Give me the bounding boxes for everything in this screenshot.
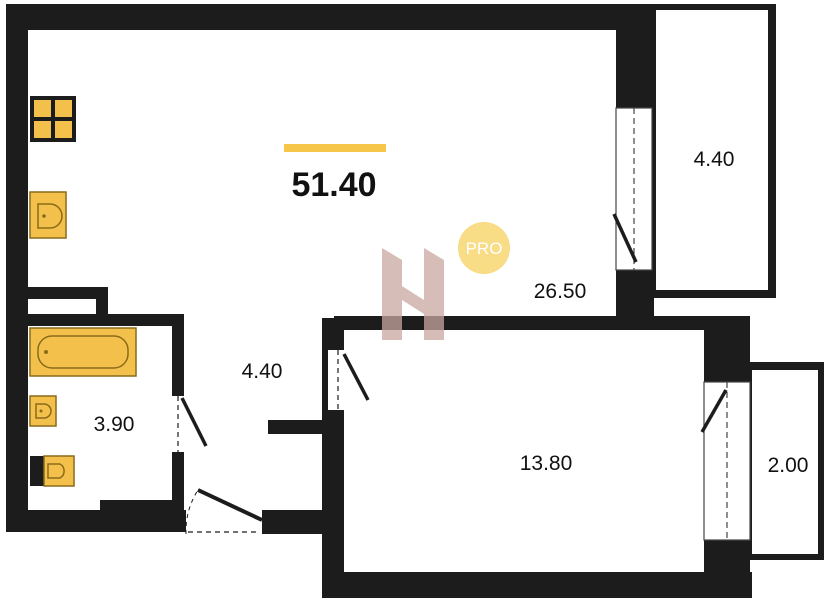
wall-hall-stub — [268, 420, 330, 434]
wall-bath-top — [28, 287, 108, 299]
pro-badge-text: PRO — [466, 239, 503, 258]
wall-bath-top-2 — [28, 314, 184, 326]
loggia-top-floor — [656, 10, 768, 290]
wall-bath-right-top — [172, 314, 184, 396]
loggia-door-leaf — [612, 213, 638, 263]
area-bedroom: 13.80 — [520, 452, 573, 475]
doors — [170, 213, 728, 535]
balcony-door-leaf — [700, 389, 728, 433]
area-bathroom: 3.90 — [94, 413, 135, 436]
area-hallway: 4.40 — [242, 360, 283, 383]
wall-bottom — [322, 572, 752, 598]
walls — [6, 4, 752, 598]
wall-top — [6, 4, 626, 30]
bath-door-leaf — [180, 397, 208, 447]
loggia-top — [652, 4, 776, 298]
kitchen-sink-icon — [29, 191, 67, 239]
balcony-right — [750, 362, 824, 560]
bathtub-icon — [29, 327, 137, 377]
windows — [615, 107, 751, 541]
total-area: 51.40 — [291, 166, 376, 204]
loggia-top-inner-bottom — [652, 290, 776, 298]
pro-badge: PRO — [458, 222, 510, 274]
accent-bar — [284, 144, 386, 152]
room-labels: 26.50 4.40 4.40 3.90 13.80 2.00 — [94, 148, 809, 477]
balcony-right-floor — [752, 370, 818, 554]
wall-living-right-bottom — [616, 268, 654, 328]
area-loggia-top: 4.40 — [694, 148, 735, 171]
toilet-icon — [30, 455, 75, 487]
wall-bedroom-right-bottom — [704, 540, 750, 580]
fixtures — [29, 96, 137, 487]
total-area-block: 51.40 — [284, 144, 386, 204]
wall-left — [6, 4, 28, 532]
wall-bath-right-bottom — [172, 452, 184, 510]
entrance-door-leaf — [197, 488, 263, 522]
watermark-logo — [382, 248, 444, 340]
bedroom-door-leaf — [342, 353, 370, 401]
bathroom-sink-icon — [29, 395, 57, 427]
area-balcony-right: 2.00 — [768, 454, 809, 477]
area-living-kitchen: 26.50 — [534, 280, 587, 303]
wall-living-right-top — [616, 4, 652, 108]
stove-icon — [30, 96, 76, 142]
wall-bottom-left — [6, 510, 186, 532]
wall-bath-bottom — [100, 500, 184, 510]
wall-bath-top-post — [96, 287, 108, 317]
wall-bedroom-right-top — [704, 316, 750, 382]
